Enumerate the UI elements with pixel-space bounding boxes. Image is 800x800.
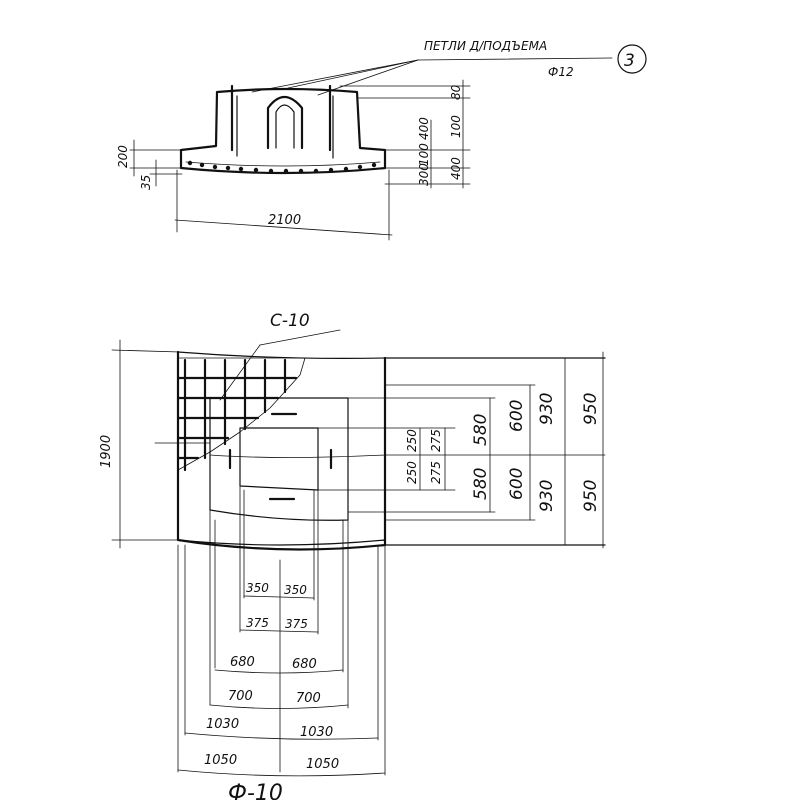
right-dim-100b: 100	[417, 143, 431, 166]
dim-950-top: 950	[581, 393, 601, 425]
dim-580-top: 580	[471, 414, 491, 446]
left-dim-200: 200	[116, 145, 130, 168]
dim-700-left: 700	[228, 689, 253, 704]
note-label: ПЕТЛИ Д/ПОДЪЕМА	[424, 39, 547, 53]
right-dim-400a: 400	[417, 117, 431, 140]
dim-1030-left: 1030	[206, 717, 239, 732]
callout-number: 3	[624, 51, 635, 71]
dim-1050-left: 1050	[204, 753, 237, 768]
dim-250-a: 250	[405, 429, 419, 452]
leader-2	[287, 59, 419, 89]
mesh-label: С-10	[270, 311, 310, 331]
mesh-leader	[219, 344, 261, 401]
rebar-dots	[187, 160, 377, 174]
note-underline	[417, 57, 613, 61]
height-label: 1900	[99, 435, 114, 468]
width-label: 2100	[268, 213, 301, 228]
dim-350-left: 350	[246, 581, 269, 595]
left-dim-35: 35	[139, 175, 153, 190]
dim-375-line	[239, 629, 319, 633]
width-dim-line	[174, 219, 393, 236]
right-dim-400b: 400	[449, 157, 463, 180]
dim-1030-line	[184, 732, 379, 740]
right-dim-100a: 100	[449, 115, 463, 138]
dim-350-line	[243, 595, 315, 599]
dim-700-right: 700	[296, 691, 321, 706]
dim-275-b: 275	[429, 461, 443, 484]
dim-580-bot: 580	[471, 468, 491, 500]
right-dim-300: 300	[417, 163, 431, 186]
dim-600-top: 600	[507, 400, 527, 432]
dim-1050-line	[177, 769, 386, 777]
callout-circle	[617, 44, 647, 74]
plan-view: С-10 1900 930 600 580 250 275 250 275 58…	[99, 311, 606, 800]
dim-930-top: 930	[537, 393, 557, 425]
plan-outline-left	[176, 350, 387, 551]
plan-inner-375	[239, 427, 319, 491]
dim-930-bot: 930	[537, 480, 557, 512]
rebar-line	[185, 161, 381, 167]
leader-3	[317, 59, 419, 96]
dim-375-left: 375	[246, 616, 269, 630]
dim-680-line	[214, 669, 344, 674]
dim-680-right: 680	[292, 657, 317, 672]
plan-top-edge	[177, 351, 386, 359]
plan-title: Ф-10	[228, 781, 283, 800]
slab-top-right	[359, 147, 386, 151]
dim-375-right: 375	[285, 617, 308, 631]
mesh-leader-shelf	[259, 329, 341, 346]
dim-1050-right: 1050	[306, 757, 339, 772]
leader-1	[251, 59, 419, 93]
slab-top-left	[180, 145, 217, 151]
dim-950-bot: 950	[581, 480, 601, 512]
plan-center-line	[209, 454, 386, 458]
dim-275-a: 275	[429, 429, 443, 452]
section-outline	[179, 87, 387, 175]
lifting-loop	[266, 95, 304, 150]
dim-1030-right: 1030	[300, 725, 333, 740]
dim-350-right: 350	[284, 583, 307, 597]
plan-bottom-edge	[177, 539, 386, 546]
right-dim-80: 80	[449, 84, 463, 100]
dim-250-b: 250	[405, 461, 419, 484]
section-view: 3 ПЕТЛИ Д/ПОДЪЕМА Ф12 2100 200 35 80 100…	[116, 39, 647, 241]
height-ext-top	[111, 349, 181, 353]
mesh-grid	[176, 357, 306, 472]
dim-600-bot: 600	[507, 468, 527, 500]
lifting-loop-inner	[275, 104, 295, 149]
dim-680-left: 680	[230, 655, 255, 670]
note-diameter: Ф12	[548, 65, 574, 79]
dim-700-line	[209, 704, 349, 709]
